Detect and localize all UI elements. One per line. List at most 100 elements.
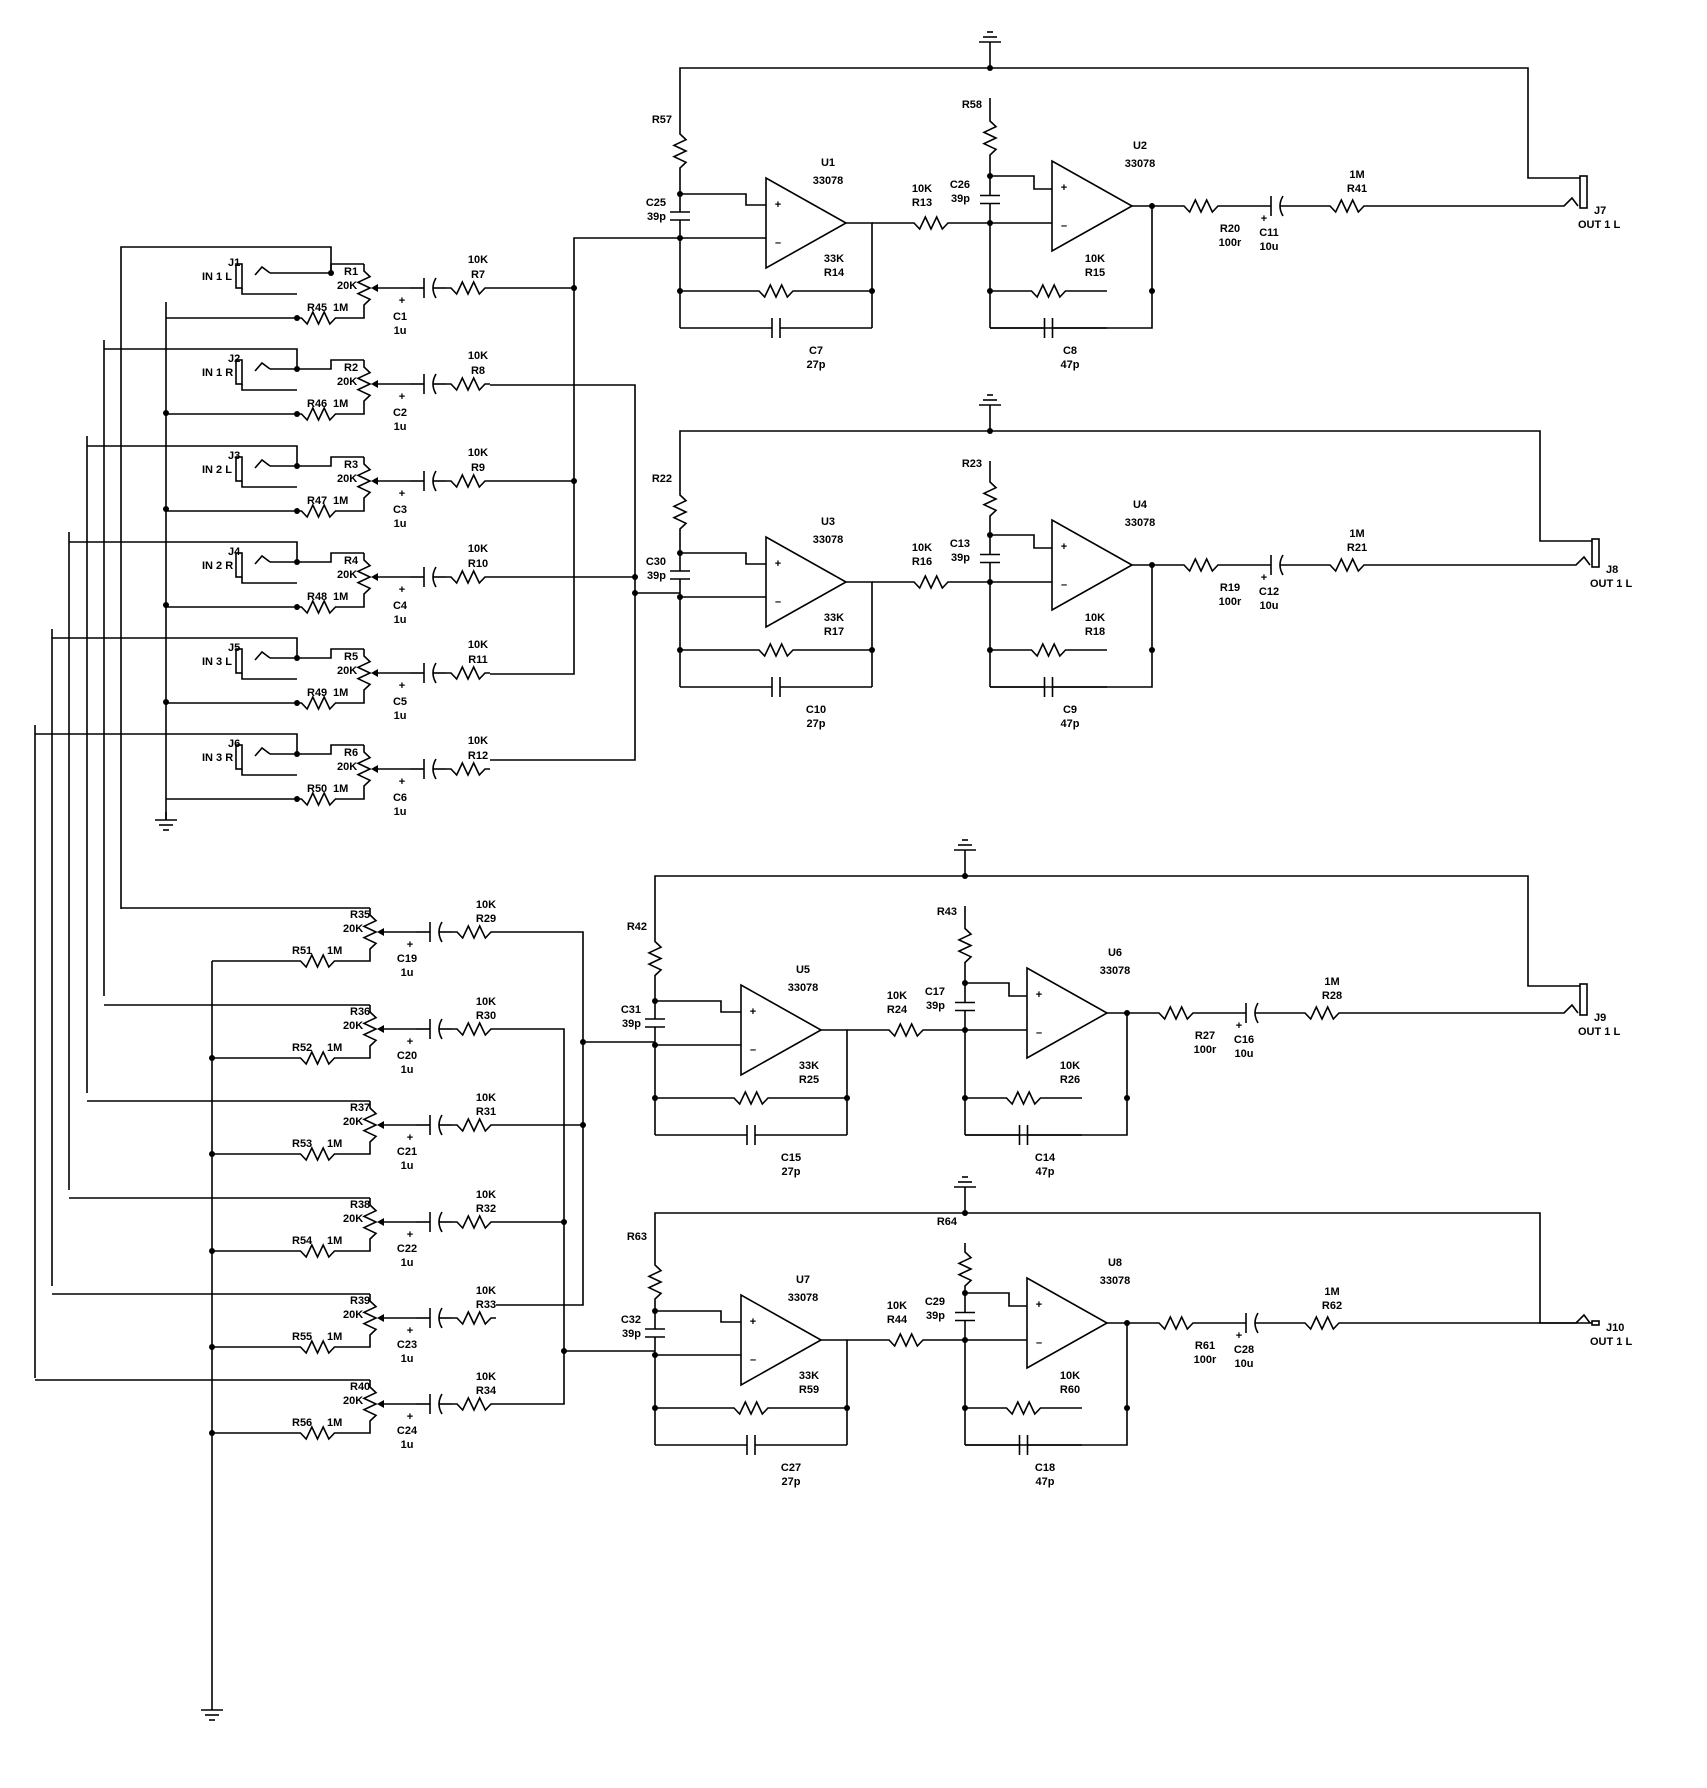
wire: [120, 246, 332, 909]
wire: [270, 648, 364, 659]
potentiometer: [362, 1005, 384, 1053]
resistor: [1127, 1315, 1225, 1331]
component-label: 10K: [887, 1300, 907, 1312]
component-label: 20K: [343, 1020, 363, 1032]
resistor: [957, 1243, 973, 1295]
resistor: [452, 924, 496, 940]
wire: [340, 505, 365, 512]
amp-stage-4: R63R64+–U733078C3239p33KR59C2727p10KR44+…: [621, 1176, 1632, 1488]
resistor: [655, 1400, 847, 1416]
component-label: C18: [1035, 1462, 1055, 1474]
component-label: 100r: [1219, 237, 1242, 249]
component-label: 10K: [1085, 253, 1105, 265]
wire: [490, 384, 636, 761]
junction-dot: [844, 1405, 850, 1411]
resistor: [295, 1339, 340, 1355]
resistor: [1300, 557, 1394, 573]
component-label: 1u: [401, 1257, 414, 1269]
polarity-mark: –: [1036, 1337, 1042, 1349]
resistor: [297, 406, 340, 422]
component-label: 33078: [813, 534, 844, 546]
component-label: R39: [350, 1295, 370, 1307]
junction-dot: [294, 411, 300, 417]
component-label: OUT 1 L: [1590, 1336, 1632, 1348]
wire: [340, 1053, 371, 1059]
component-label: R21: [1347, 542, 1367, 554]
component-label: 20K: [337, 280, 357, 292]
wire: [340, 408, 365, 415]
component-label: R32: [476, 1203, 496, 1215]
component-label: C26: [950, 179, 970, 191]
junction-dot: [869, 288, 875, 294]
polarity-mark: +: [399, 584, 405, 596]
component-label: 10K: [476, 899, 496, 911]
resistor: [452, 1021, 496, 1037]
opamp: +–: [1051, 518, 1134, 612]
component-label: R1: [344, 266, 358, 278]
component-label: R52: [292, 1042, 312, 1054]
junction-dot: [571, 478, 577, 484]
component-label: U7: [796, 1274, 810, 1286]
component-label: 33K: [799, 1060, 819, 1072]
component-label: C4: [393, 600, 408, 612]
resistor: [295, 1425, 340, 1441]
wire: [270, 744, 364, 755]
wire: [490, 237, 680, 675]
component-label: R28: [1322, 990, 1342, 1002]
wire: [104, 348, 298, 369]
component-label: 1u: [394, 518, 407, 530]
component-label: R51: [292, 945, 312, 957]
resistor: [295, 1146, 340, 1162]
component-label: C16: [1234, 1034, 1254, 1046]
component-label: 33078: [1100, 1275, 1131, 1287]
opamp: +–: [740, 1293, 823, 1387]
resistor: [446, 665, 490, 681]
resistor: [847, 1332, 965, 1348]
capacitor: [955, 983, 975, 1030]
resistor: [872, 215, 990, 231]
polarity-mark: +: [407, 1132, 413, 1144]
component-label: R59: [799, 1384, 819, 1396]
component-label: R63: [627, 1231, 647, 1243]
capacitor: [410, 662, 446, 684]
component-label: J10: [1606, 1322, 1624, 1334]
component-label: R37: [350, 1102, 370, 1114]
polarity-mark: +: [1236, 1020, 1242, 1032]
component-label: C3: [393, 504, 407, 516]
component-label: 1u: [394, 421, 407, 433]
component-label: R55: [292, 1331, 312, 1343]
polarity-mark: +: [1036, 1299, 1042, 1311]
component-label: R14: [824, 267, 845, 279]
component-label: R53: [292, 1138, 312, 1150]
capacitor: [645, 1311, 665, 1355]
component-label: IN 3 R: [202, 752, 233, 764]
opamp: +–: [765, 535, 848, 629]
component-label: C14: [1035, 1152, 1056, 1164]
component-label: R36: [350, 1006, 370, 1018]
component-label: C15: [781, 1152, 801, 1164]
polarity-mark: +: [1061, 541, 1067, 553]
resistor: [1300, 198, 1394, 214]
component-label: 39p: [647, 211, 666, 223]
wire: [821, 1339, 848, 1445]
component-label: OUT 1 L: [1578, 1026, 1620, 1038]
resistor: [990, 642, 1107, 658]
component-label: C31: [621, 1004, 641, 1016]
polarity-mark: +: [407, 1411, 413, 1423]
junction-dot: [962, 1405, 968, 1411]
resistor: [990, 283, 1107, 299]
component-label: 1M: [327, 1417, 342, 1429]
polarity-mark: –: [775, 237, 781, 249]
component-label: J3: [228, 450, 240, 462]
capacitor: [410, 758, 446, 780]
wire: [340, 1342, 371, 1348]
component-label: 1M: [1349, 528, 1364, 540]
resistor: [655, 1090, 847, 1106]
component-label: R16: [912, 556, 932, 568]
component-label: 33078: [813, 175, 844, 187]
component-label: R47: [307, 495, 327, 507]
